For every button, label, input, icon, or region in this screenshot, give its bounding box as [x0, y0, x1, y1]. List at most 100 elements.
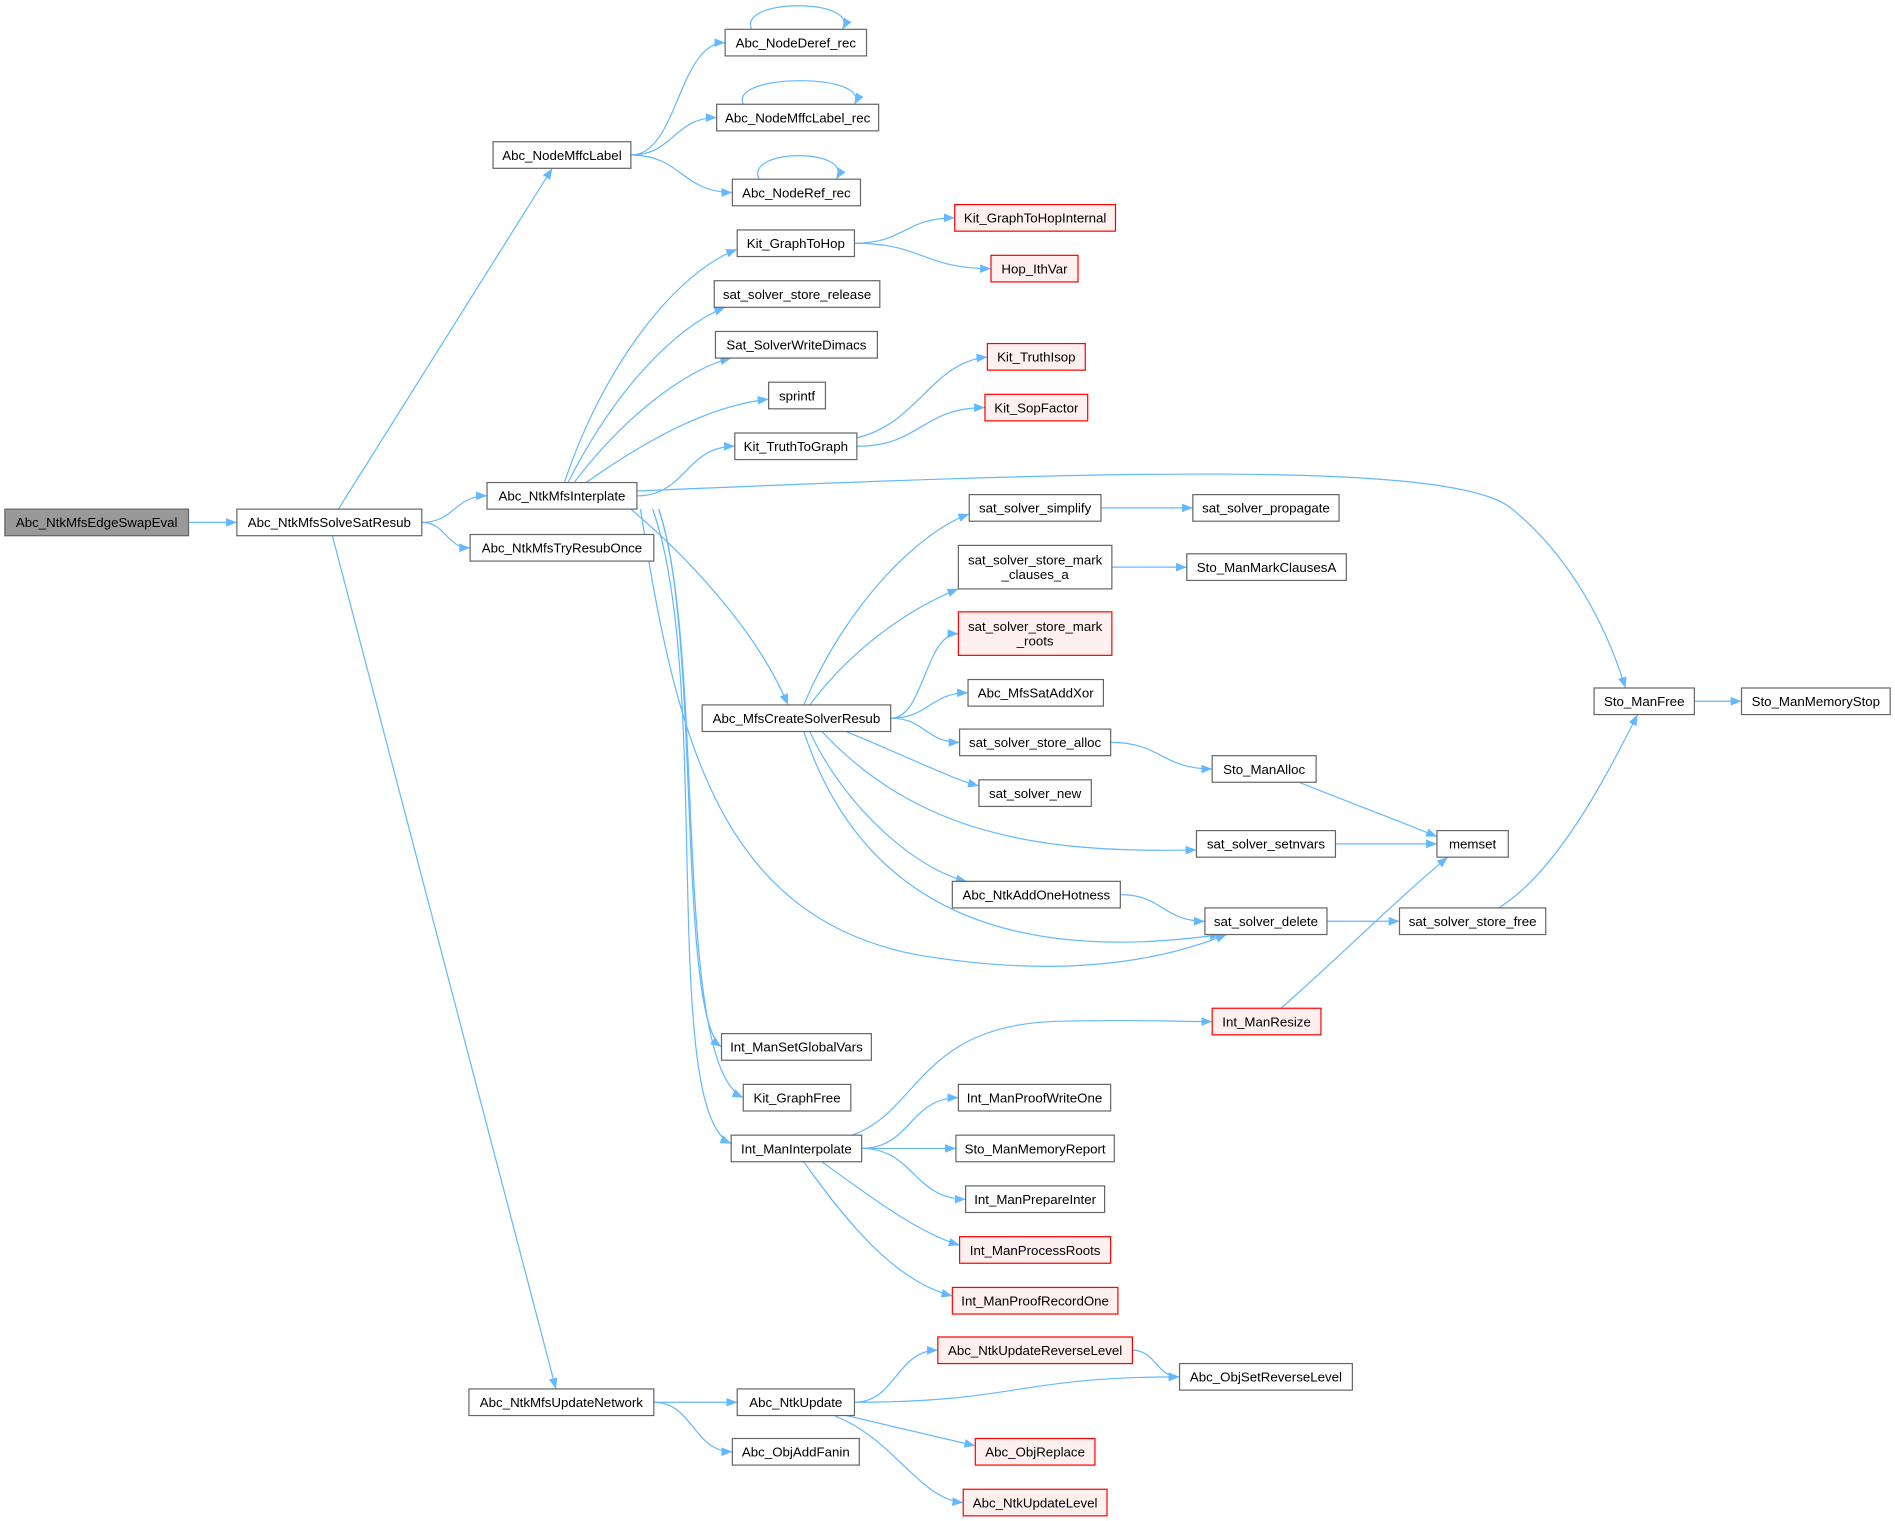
function-node-label: Abc_NtkMfsSolveSatResub: [248, 515, 411, 530]
function-node-label: _roots: [1016, 634, 1054, 649]
function-node-label: Abc_NtkUpdateLevel: [973, 1495, 1098, 1510]
call-edge: [636, 473, 1627, 689]
call-edge: [890, 717, 960, 747]
call-edge: [421, 521, 471, 553]
function-node-label: Sto_ManMemoryReport: [965, 1141, 1106, 1156]
function-node-label: Int_ManProofRecordOne: [961, 1294, 1109, 1309]
function-node-label: sat_solver_store_release: [723, 287, 871, 302]
function-node-replace[interactable]: Abc_ObjReplace: [974, 1437, 1096, 1466]
function-node-g2h[interactable]: Kit_GraphToHop: [736, 229, 856, 258]
function-node-tryresub[interactable]: Abc_NtkMfsTryResubOnce: [469, 533, 655, 562]
function-node-updnet[interactable]: Abc_NtkMfsUpdateNetwork: [468, 1388, 655, 1417]
function-node-label: Int_ManResize: [1222, 1014, 1311, 1029]
function-node-label: Kit_TruthToGraph: [744, 439, 848, 454]
function-node-setnvars[interactable]: sat_solver_setnvars: [1195, 829, 1337, 858]
function-node-label: sat_solver_simplify: [979, 501, 1092, 516]
function-node-sdelete[interactable]: sat_solver_delete: [1204, 907, 1328, 936]
function-node-ithvar[interactable]: Hop_IthVar: [990, 254, 1079, 283]
call-edge: [639, 509, 1227, 968]
function-node-solve[interactable]: Abc_NtkMfsSolveSatResub: [236, 508, 423, 537]
call-edge: [585, 395, 769, 484]
function-node-release[interactable]: sat_solver_store_release: [713, 280, 881, 308]
function-node-label: Abc_ObjReplace: [985, 1445, 1085, 1460]
function-node-label: Abc_NodeMffcLabel: [502, 148, 621, 163]
function-node-stoalloc[interactable]: Sto_ManAlloc: [1211, 755, 1317, 783]
function-node-updlev[interactable]: Abc_NtkUpdateLevel: [962, 1488, 1108, 1517]
call-edge: [630, 508, 789, 706]
function-node-memstop[interactable]: Sto_ManMemoryStop: [1740, 687, 1891, 716]
function-node-gfree[interactable]: Kit_GraphFree: [742, 1083, 852, 1112]
function-node-label: Hop_IthVar: [1001, 261, 1068, 276]
function-node-xor[interactable]: Abc_MfsSatAddXor: [967, 678, 1105, 707]
function-node-prep[interactable]: Int_ManPrepareInter: [965, 1185, 1106, 1214]
function-node-fanin[interactable]: Abc_ObjAddFanin: [731, 1437, 860, 1466]
function-node-label: sat_solver_store_alloc: [969, 735, 1102, 750]
function-node-globvars[interactable]: Int_ManSetGlobalVars: [720, 1033, 872, 1061]
function-node-mffc[interactable]: Abc_NodeMffcLabel: [492, 141, 632, 169]
call-edge: [861, 1093, 959, 1150]
function-node-mffcrec[interactable]: Abc_NodeMffcLabel_rec: [716, 103, 880, 132]
call-edge: [809, 588, 959, 706]
call-edge: [1110, 741, 1213, 774]
function-node-markroots[interactable]: sat_solver_store_mark_roots: [957, 611, 1113, 656]
function-node-create[interactable]: Abc_MfsCreateSolverResub: [701, 704, 892, 733]
call-edge: [630, 38, 726, 156]
call-edge: [630, 113, 717, 156]
function-node-t2g[interactable]: Kit_TruthToGraph: [734, 432, 858, 461]
function-node-label: Sto_ManFree: [1604, 694, 1684, 709]
function-node-revlev[interactable]: Abc_NtkUpdateReverseLevel: [937, 1336, 1134, 1365]
function-node-ref[interactable]: Abc_NodeRef_rec: [731, 178, 862, 207]
function-node-interpolate[interactable]: Int_ManInterpolate: [730, 1134, 863, 1163]
function-node-label: sat_solver_setnvars: [1207, 837, 1325, 852]
function-node-ntkupd[interactable]: Abc_NtkUpdate: [736, 1388, 856, 1417]
function-node-interp[interactable]: Abc_NtkMfsInterplate: [486, 481, 638, 510]
function-node-precord[interactable]: Int_ManProofRecordOne: [951, 1286, 1119, 1315]
function-node-sfree[interactable]: sat_solver_store_free: [1398, 907, 1547, 936]
function-node-stofree[interactable]: Sto_ManFree: [1593, 687, 1695, 716]
function-node-label: memset: [1449, 837, 1497, 852]
call-edge: [1498, 714, 1639, 909]
function-node-eval[interactable]: Abc_NtkMfsEdgeSwapEval: [4, 508, 190, 537]
function-node-label: sat_solver_propagate: [1202, 501, 1330, 516]
function-node-label: Sto_ManAlloc: [1223, 762, 1305, 777]
function-node-label: Abc_NtkUpdate: [749, 1395, 842, 1410]
function-node-g2hi[interactable]: Kit_GraphToHopInternal: [954, 203, 1117, 232]
function-node-roots[interactable]: Int_ManProcessRoots: [958, 1236, 1112, 1264]
function-node-propagate[interactable]: sat_solver_propagate: [1192, 494, 1340, 522]
function-node-label: Abc_NtkMfsInterplate: [498, 489, 625, 504]
call-edge: [854, 242, 992, 273]
function-node-snew[interactable]: sat_solver_new: [978, 779, 1092, 808]
function-node-pwrite[interactable]: Int_ManProofWriteOne: [957, 1083, 1112, 1112]
function-node-hot[interactable]: Abc_NtkAddOneHotness: [951, 880, 1121, 909]
function-node-label: Kit_GraphToHopInternal: [964, 211, 1107, 226]
function-node-memrep[interactable]: Sto_ManMemoryReport: [955, 1134, 1115, 1163]
edges-layer: [188, 5, 1742, 1506]
function-node-label: Abc_ObjSetReverseLevel: [1190, 1370, 1342, 1385]
function-node-setrev[interactable]: Abc_ObjSetReverseLevel: [1178, 1362, 1353, 1391]
function-node-label: Abc_NtkMfsUpdateNetwork: [480, 1395, 643, 1410]
function-node-dimacs[interactable]: Sat_SolverWriteDimacs: [714, 330, 879, 359]
function-node-sprintf[interactable]: sprintf: [768, 381, 827, 410]
function-node-sop[interactable]: Kit_SopFactor: [984, 393, 1089, 422]
function-node-salloc[interactable]: sat_solver_store_alloc: [958, 728, 1112, 757]
function-node-label: Int_ManSetGlobalVars: [730, 1040, 863, 1055]
function-node-resize[interactable]: Int_ManResize: [1211, 1007, 1322, 1036]
function-node-memset[interactable]: memset: [1436, 829, 1509, 858]
function-node-label: Abc_NtkMfsEdgeSwapEval: [16, 515, 178, 530]
call-edge: [421, 491, 488, 524]
function-node-label: sat_solver_store_free: [1409, 914, 1537, 929]
call-edge: [845, 1414, 976, 1448]
self-call-edge: [757, 155, 846, 180]
call-edge: [567, 306, 726, 483]
function-node-markcl[interactable]: sat_solver_store_mark_clauses_a: [957, 544, 1113, 590]
function-node-markclA[interactable]: Sto_ManMarkClausesA: [1186, 553, 1347, 582]
call-edge: [630, 154, 733, 197]
function-node-deref[interactable]: Abc_NodeDeref_rec: [724, 28, 868, 57]
call-edge: [856, 353, 988, 439]
call-edge: [636, 441, 735, 497]
function-node-simplify[interactable]: sat_solver_simplify: [968, 494, 1102, 522]
function-node-label: Abc_NtkMfsTryResubOnce: [482, 541, 642, 556]
function-node-label: Int_ManInterpolate: [741, 1141, 852, 1156]
function-node-isop[interactable]: Kit_TruthIsop: [986, 342, 1086, 371]
